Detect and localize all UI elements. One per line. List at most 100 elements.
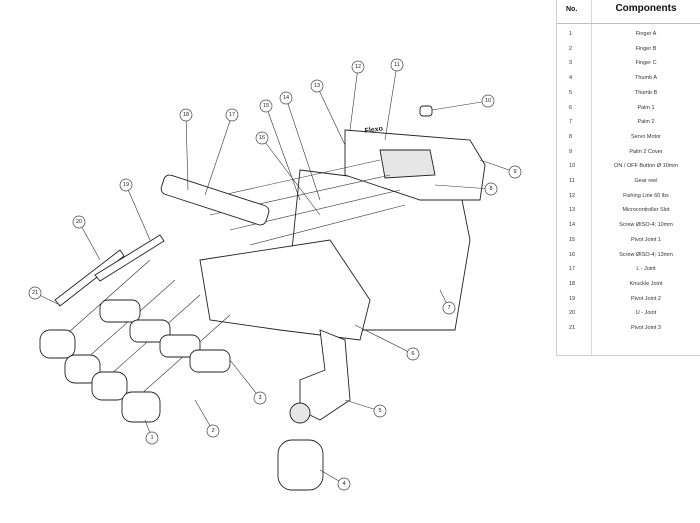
callout-7: 7 xyxy=(442,301,456,315)
component-number: 7 xyxy=(569,119,573,126)
component-name: Palm 2 Cover xyxy=(629,148,663,155)
finger-d xyxy=(121,391,161,423)
callout-number: 14 xyxy=(283,95,289,101)
finger-c xyxy=(91,371,128,401)
callout-19: 19 xyxy=(119,178,133,192)
component-number: 3 xyxy=(569,60,573,67)
component-number: 11 xyxy=(569,178,575,184)
callout-2: 2 xyxy=(206,424,220,438)
thumb-a xyxy=(277,439,324,491)
component-name: Finger A xyxy=(635,31,657,37)
component-number: 6 xyxy=(569,104,573,111)
callout-10: 10 xyxy=(481,94,495,108)
on-off-button xyxy=(419,105,433,117)
table-row: 3 Finger C xyxy=(557,56,700,70)
callout-number: 11 xyxy=(394,62,400,68)
callout-20: 20 xyxy=(72,215,86,229)
callout-number: 21 xyxy=(32,290,38,296)
callout-15: 15 xyxy=(259,99,273,113)
component-name: Pivot Joint 1 xyxy=(631,236,661,243)
callout-4: 4 xyxy=(337,477,351,491)
component-number: 21 xyxy=(569,325,576,331)
component-name: Screw ØISO-4; 13mm xyxy=(619,251,673,258)
hand-assembly: Flexo xyxy=(39,105,486,491)
callout-number: 5 xyxy=(378,408,381,414)
component-number: 19 xyxy=(569,295,576,302)
callout-number: 12 xyxy=(355,64,361,70)
component-number: 20 xyxy=(569,310,576,317)
component-name: Servo Motor xyxy=(631,133,661,140)
table-row: 7 Palm 2 xyxy=(557,115,700,129)
pivot-joint-3 xyxy=(54,249,125,307)
table-row: 9 Palm 2 Cover xyxy=(557,145,700,159)
fingers xyxy=(39,234,231,423)
component-number: 1 xyxy=(569,31,573,37)
component-name: Thumb A xyxy=(634,75,657,82)
component-number: 4 xyxy=(569,75,573,82)
finger-a xyxy=(39,329,76,359)
component-name: Palm 2 xyxy=(637,119,655,126)
table-row: 1 Finger A xyxy=(557,27,700,41)
component-name: L - Joint xyxy=(636,266,656,273)
component-number: 9 xyxy=(569,148,573,155)
servo-motor xyxy=(379,149,436,179)
callout-3: 3 xyxy=(253,391,267,405)
callout-9: 9 xyxy=(508,165,522,179)
callout-leaders xyxy=(34,64,516,485)
palm-1 xyxy=(199,239,371,341)
component-number: 13 xyxy=(569,207,576,214)
component-number: 15 xyxy=(569,236,576,243)
table-row: 17 L - Joint xyxy=(557,262,700,276)
callout-number: 16 xyxy=(259,135,265,141)
component-number: 14 xyxy=(569,222,576,229)
table-header: No. Components xyxy=(557,0,700,24)
component-number: 17 xyxy=(569,266,576,273)
header-no: No. xyxy=(566,6,578,13)
table-row: 4 Thumb A xyxy=(557,71,700,85)
callout-17: 17 xyxy=(225,108,239,122)
callout-16: 16 xyxy=(255,131,269,145)
callout-13: 13 xyxy=(310,79,324,93)
thumb-joint xyxy=(289,402,311,424)
callout-number: 19 xyxy=(123,182,129,188)
component-name: Finger C xyxy=(635,60,657,67)
pivot-joint-2 xyxy=(94,234,165,282)
component-name: Thumb B xyxy=(634,89,658,96)
callout-number: 15 xyxy=(263,103,269,109)
callout-number: 10 xyxy=(485,98,491,104)
callout-1: 1 xyxy=(145,431,159,445)
component-name: Screw ØISO-4; 10mm xyxy=(619,222,673,229)
callout-number: 18 xyxy=(183,112,189,118)
callout-6: 6 xyxy=(406,347,420,361)
table-row: 16 Screw ØISO-4; 13mm xyxy=(557,248,700,262)
callout-18: 18 xyxy=(179,108,193,122)
component-number: 16 xyxy=(569,251,576,258)
finger-b xyxy=(64,354,101,384)
callout-number: 20 xyxy=(76,219,82,225)
component-number: 10 xyxy=(569,163,576,170)
table-row: 15 Pivot Joint 1 xyxy=(557,233,700,247)
callout-12: 12 xyxy=(351,60,365,74)
component-number: 18 xyxy=(569,280,576,287)
column-divider xyxy=(591,0,592,355)
knuckle-joint xyxy=(160,174,270,226)
callout-8: 8 xyxy=(484,182,498,196)
callout-number: 4 xyxy=(342,481,345,487)
component-name: Knuckle Joint xyxy=(629,280,663,287)
callout-21: 21 xyxy=(28,286,42,300)
callout-number: 3 xyxy=(258,395,261,401)
fishing-lines xyxy=(199,159,406,246)
